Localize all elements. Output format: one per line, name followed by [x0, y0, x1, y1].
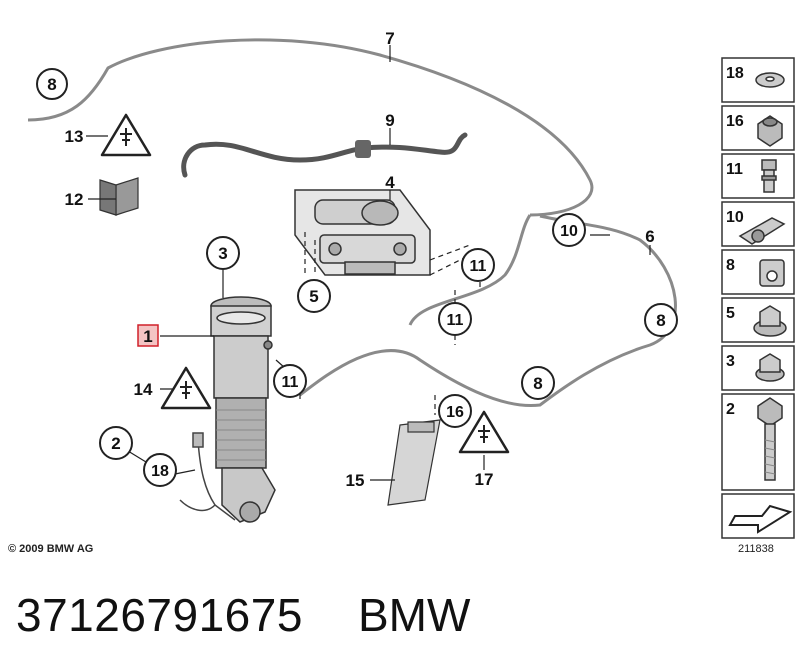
legend-labels: 18 16 11 10 8 5 3 2 — [726, 65, 744, 418]
svg-text:2: 2 — [726, 401, 735, 418]
callout-11a: 11 — [461, 248, 495, 282]
fitting-icon — [761, 159, 777, 193]
callout-8b: 8 — [644, 303, 678, 337]
view-arrow-icon — [728, 504, 793, 534]
callout-9: 9 — [385, 111, 394, 130]
svg-text:3: 3 — [218, 244, 227, 263]
callout-12: 12 — [65, 190, 84, 209]
bolt-icon — [757, 397, 783, 481]
air-line-6 — [299, 214, 677, 408]
callout-8c: 8 — [521, 366, 555, 400]
drawing-number: 211838 — [738, 543, 774, 555]
callout-4: 4 — [385, 173, 395, 192]
callout-15: 15 — [346, 471, 365, 490]
part-number: 37126791675 — [16, 589, 303, 641]
svg-text:14: 14 — [134, 380, 153, 399]
callout-17: 17 — [475, 470, 494, 489]
callout-11c: 11 — [273, 364, 307, 398]
svg-text:18: 18 — [726, 65, 744, 82]
svg-text:3: 3 — [726, 353, 735, 370]
svg-text:16: 16 — [726, 113, 744, 130]
valve-block-15 — [387, 419, 441, 506]
svg-text:16: 16 — [446, 404, 464, 421]
callout-8a: 8 — [36, 68, 68, 100]
clamp-icon — [738, 217, 786, 245]
svg-text:4: 4 — [385, 173, 395, 192]
callout-10: 10 — [552, 213, 586, 247]
svg-text:9: 9 — [385, 111, 394, 130]
callout-3: 3 — [206, 236, 240, 270]
svg-text:11: 11 — [447, 312, 464, 329]
callout-14: 14 — [134, 380, 153, 399]
svg-text:17: 17 — [475, 470, 494, 489]
air-spring-strut-1 — [210, 296, 276, 523]
air-line-7 — [27, 38, 594, 326]
svg-text:5: 5 — [726, 305, 735, 322]
svg-text:11: 11 — [282, 374, 299, 391]
svg-text:15: 15 — [346, 471, 365, 490]
hex-nut-icon — [757, 115, 783, 147]
warning-triangle-14 — [160, 366, 212, 410]
callout-13: 13 — [65, 127, 84, 146]
callout-18: 18 — [143, 453, 177, 487]
flange-nut-icon — [753, 305, 787, 337]
svg-text:5: 5 — [309, 287, 318, 306]
warning-triangle-17 — [458, 410, 510, 454]
callout-11b: 11 — [438, 302, 472, 336]
copyright-notice: © 2009 BMW AG — [8, 543, 94, 555]
svg-text:8: 8 — [533, 374, 542, 393]
warning-triangle-13 — [100, 113, 152, 157]
bracket-icon — [759, 259, 785, 287]
fastener-legend — [721, 57, 795, 539]
svg-text:10: 10 — [560, 223, 578, 240]
callout-6: 6 — [645, 227, 654, 246]
svg-text:2: 2 — [111, 434, 120, 453]
hose-connector — [355, 140, 371, 158]
svg-text:11: 11 — [470, 258, 487, 275]
callout-1-highlighted: 1 — [137, 324, 159, 347]
svg-text:10: 10 — [726, 209, 744, 226]
sensor-cable-18 — [179, 432, 236, 521]
svg-text:13: 13 — [65, 127, 84, 146]
washer-icon — [755, 72, 785, 88]
svg-text:8: 8 — [656, 311, 665, 330]
callout-16: 16 — [438, 394, 472, 428]
svg-text:11: 11 — [726, 161, 743, 178]
brand-name: BMW — [358, 589, 471, 641]
svg-text:8: 8 — [47, 75, 56, 94]
hose-9 — [181, 132, 468, 178]
callout-7: 7 — [385, 29, 394, 48]
svg-text:18: 18 — [151, 463, 169, 480]
svg-text:8: 8 — [726, 257, 735, 274]
collar-nut-icon — [755, 353, 785, 382]
svg-text:1: 1 — [143, 327, 152, 346]
svg-text:6: 6 — [645, 227, 654, 246]
svg-text:7: 7 — [385, 29, 394, 48]
svg-text:12: 12 — [65, 190, 84, 209]
callout-5: 5 — [297, 279, 331, 313]
callout-2: 2 — [99, 426, 133, 460]
control-unit-12 — [99, 177, 139, 216]
